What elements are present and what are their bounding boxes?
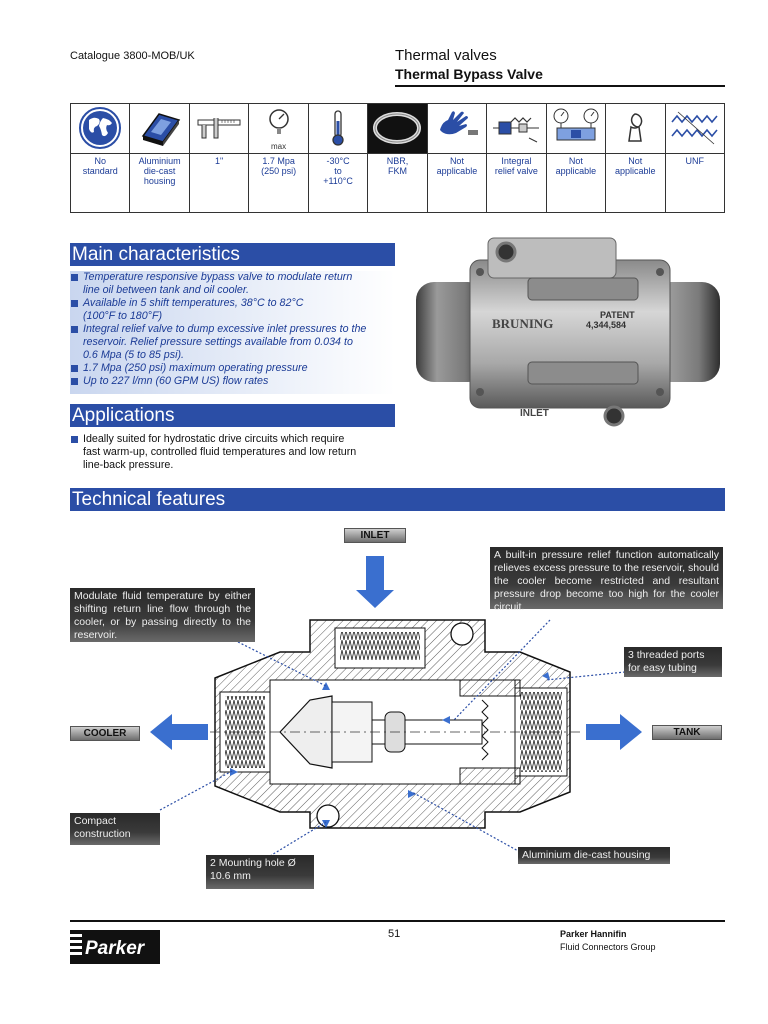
mounting-hole xyxy=(603,405,625,427)
pressure-icon-caption: max xyxy=(271,141,287,151)
spec-icon-row: max xyxy=(69,103,726,154)
globe-icon xyxy=(79,106,122,149)
page-number: 51 xyxy=(388,928,401,940)
spec-cell-standard xyxy=(69,103,131,154)
spec-cell-mounting xyxy=(605,103,666,154)
keyhole-icon xyxy=(628,112,643,142)
ports-callout: 3 threaded ports for easy tubing xyxy=(624,647,722,677)
footer-group: Fluid Connectors Group xyxy=(560,942,656,952)
cross-section-diagram: INLET COOLER TANK A built-in pressure re… xyxy=(70,520,725,895)
photo-inlet-marking: INLET xyxy=(520,408,549,419)
left-port xyxy=(416,282,486,382)
spec-cell-size xyxy=(188,103,250,154)
spec-label-size: 1" xyxy=(188,153,250,213)
spec-cell-seals xyxy=(367,103,428,154)
spec-cell-relief xyxy=(486,103,547,154)
doc-title: Thermal valves xyxy=(395,47,497,64)
list-item: Temperature responsive bypass valve to m… xyxy=(70,271,395,297)
hand-icon xyxy=(439,110,478,135)
footer-rule xyxy=(70,920,725,922)
housing-callout: Aluminium die-cast housing xyxy=(518,847,670,864)
tank-tag: TANK xyxy=(652,725,722,740)
relief-valve-icon xyxy=(493,116,540,142)
cooler-flow-arrow xyxy=(150,714,208,750)
inlet-flow-arrow xyxy=(356,556,394,608)
mounting-callout: 2 Mounting hole Ø 10.6 mm xyxy=(206,855,314,889)
cross-section-drawing xyxy=(150,556,642,857)
spec-cell-material xyxy=(129,103,190,154)
modulate-callout: Modulate fluid temperature by either shi… xyxy=(70,588,255,642)
spec-label-thread: UNF xyxy=(664,153,726,213)
technical-features-heading: Technical features xyxy=(70,488,725,511)
photo-patent: PATENT xyxy=(600,310,635,320)
spec-cell-assembly xyxy=(426,103,488,154)
spec-cell-thread xyxy=(664,103,726,154)
pressure-gauge-icon xyxy=(268,108,289,134)
list-item: Integral relief valve to dump excessive … xyxy=(70,323,395,362)
doc-subtitle: Thermal Bypass Valve xyxy=(395,66,543,82)
thermometer-icon xyxy=(332,109,344,146)
applications-list: Ideally suited for hydrostatic drive cir… xyxy=(70,433,395,472)
spec-label-pressure: 1.7 Mpa(250 psi) xyxy=(248,153,309,213)
spec-label-seals: NBR,FKM xyxy=(367,153,428,213)
die-cast-icon xyxy=(141,112,180,146)
caliper-icon xyxy=(197,117,241,138)
parker-logo: Parker xyxy=(70,930,160,964)
list-item: Up to 227 l/mn (60 GPM US) flow rates xyxy=(70,375,395,388)
spec-table: max xyxy=(69,103,726,213)
photo-patent-number: 4,344,584 xyxy=(586,320,626,330)
list-item: Available in 5 shift temperatures, 38°C … xyxy=(70,297,395,323)
footer-company: Parker Hannifin xyxy=(560,929,627,939)
applications-heading: Applications xyxy=(70,404,395,427)
thread-icon xyxy=(670,111,718,144)
logo-text: Parker xyxy=(85,938,146,959)
product-photo: PATENT 4,344,584 BRUNING INLET xyxy=(416,237,720,427)
catalogue-number: Catalogue 3800-MOB/UK xyxy=(70,50,195,62)
o-ring-icon xyxy=(373,111,422,144)
relief-callout: A built-in pressure relief function auto… xyxy=(490,547,723,613)
compact-callout: Compact construction xyxy=(70,813,160,845)
inlet-tag: INLET xyxy=(344,528,406,543)
mounting-hole xyxy=(495,241,517,263)
cooler-tag: COOLER xyxy=(70,726,140,741)
header-rule xyxy=(395,85,725,87)
main-characteristics-heading: Main characteristics xyxy=(70,243,395,266)
tank-flow-arrow xyxy=(586,714,642,750)
spec-cell-pressure: max xyxy=(248,103,309,154)
list-item: 1.7 Mpa (250 psi) maximum operating pres… xyxy=(70,362,395,375)
main-characteristics-list: Temperature responsive bypass valve to m… xyxy=(70,271,395,394)
photo-brand: BRUNING xyxy=(492,316,553,331)
gauges-icon xyxy=(553,108,599,140)
spec-cell-gauges xyxy=(545,103,607,154)
spec-cell-temperature xyxy=(307,103,369,154)
list-item: Ideally suited for hydrostatic drive cir… xyxy=(70,433,395,472)
